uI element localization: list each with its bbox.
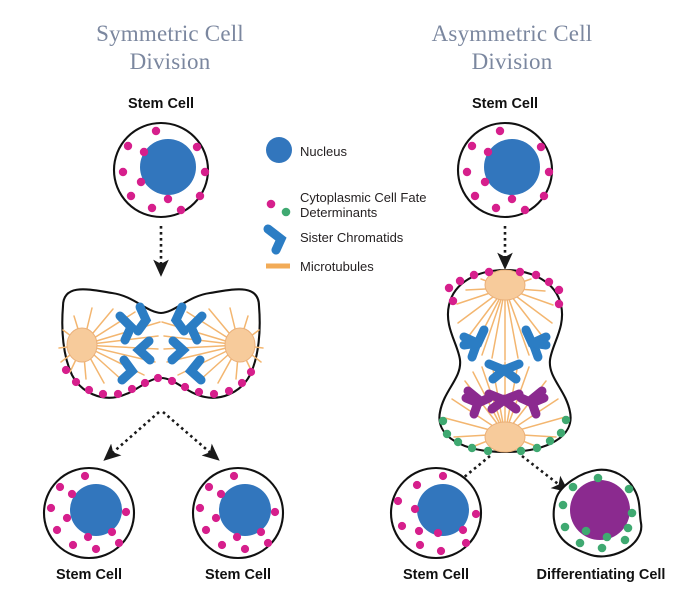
- nucleus: [140, 139, 196, 195]
- cell-right-daughter-2: [552, 468, 643, 558]
- cytoplasmic-determinants: [558, 473, 637, 553]
- nucleus: [484, 139, 540, 195]
- legend-label-chromatids: Sister Chromatids: [300, 230, 404, 245]
- legend-label-determinants-line2: Determinants: [300, 205, 378, 220]
- legend-label-nucleus: Nucleus: [300, 144, 347, 159]
- cell-right-daughter-1: [389, 466, 483, 560]
- centrosome-left: [66, 327, 98, 363]
- sister-chromatids-left-cell: [115, 302, 207, 385]
- blue-circle-icon: [266, 137, 292, 163]
- nucleus: [219, 484, 271, 536]
- cytoplasmic-determinants: [462, 126, 554, 215]
- page-title-asymmetric-line2: Division: [472, 49, 553, 74]
- pink-dot-icon: [266, 199, 276, 209]
- blue-chromatid-icon: [263, 224, 287, 255]
- label-right-daughter-2: Differentiating Cell: [537, 567, 666, 583]
- centrosome-right: [224, 327, 256, 363]
- cell-right-dividing: [438, 267, 572, 456]
- label-left-parent: Stem Cell: [128, 96, 194, 112]
- cytoplasmic-determinants: [118, 126, 210, 215]
- green-dot-icon: [281, 207, 291, 217]
- arrow-left-split: [103, 411, 220, 461]
- legend: Nucleus Cytoplasmic Cell Fate Determinan…: [263, 137, 426, 274]
- determinants-top-edge-magenta: [444, 267, 564, 309]
- page-title-asymmetric: Asymmetric Cell: [432, 21, 593, 46]
- cytoplasmic-determinants: [46, 471, 131, 554]
- sister-chromatids-purple: [461, 386, 549, 419]
- label-right-parent: Stem Cell: [472, 96, 538, 112]
- label-left-daughter-1: Stem Cell: [56, 567, 122, 583]
- cell-right-parent: [456, 121, 554, 219]
- sister-chromatids-blue: [459, 325, 551, 384]
- label-right-daughter-1: Stem Cell: [403, 567, 469, 583]
- nucleus: [70, 484, 122, 536]
- centrosome-bottom: [484, 421, 526, 453]
- legend-label-microtubules: Microtubules: [300, 259, 374, 274]
- centrosome-top: [484, 269, 526, 301]
- cell-left-daughter-2: [191, 466, 285, 560]
- page-title-symmetric: Symmetric Cell: [96, 21, 244, 46]
- cytoplasmic-determinants: [393, 471, 481, 556]
- cytoplasmic-determinants: [195, 471, 280, 554]
- arrow-right-split: [445, 454, 569, 493]
- nucleus: [570, 480, 630, 540]
- cell-left-parent: [112, 121, 210, 219]
- nucleus: [417, 484, 469, 536]
- label-left-daughter-2: Stem Cell: [205, 567, 271, 583]
- determinants-bottom-edge: [61, 365, 256, 399]
- cell-left-dividing: [58, 288, 264, 399]
- determinants-bottom-edge-green: [438, 415, 571, 456]
- page-title-symmetric-line2: Division: [130, 49, 211, 74]
- cell-left-daughter-1: [42, 466, 136, 560]
- legend-label-determinants: Cytoplasmic Cell Fate: [300, 190, 426, 205]
